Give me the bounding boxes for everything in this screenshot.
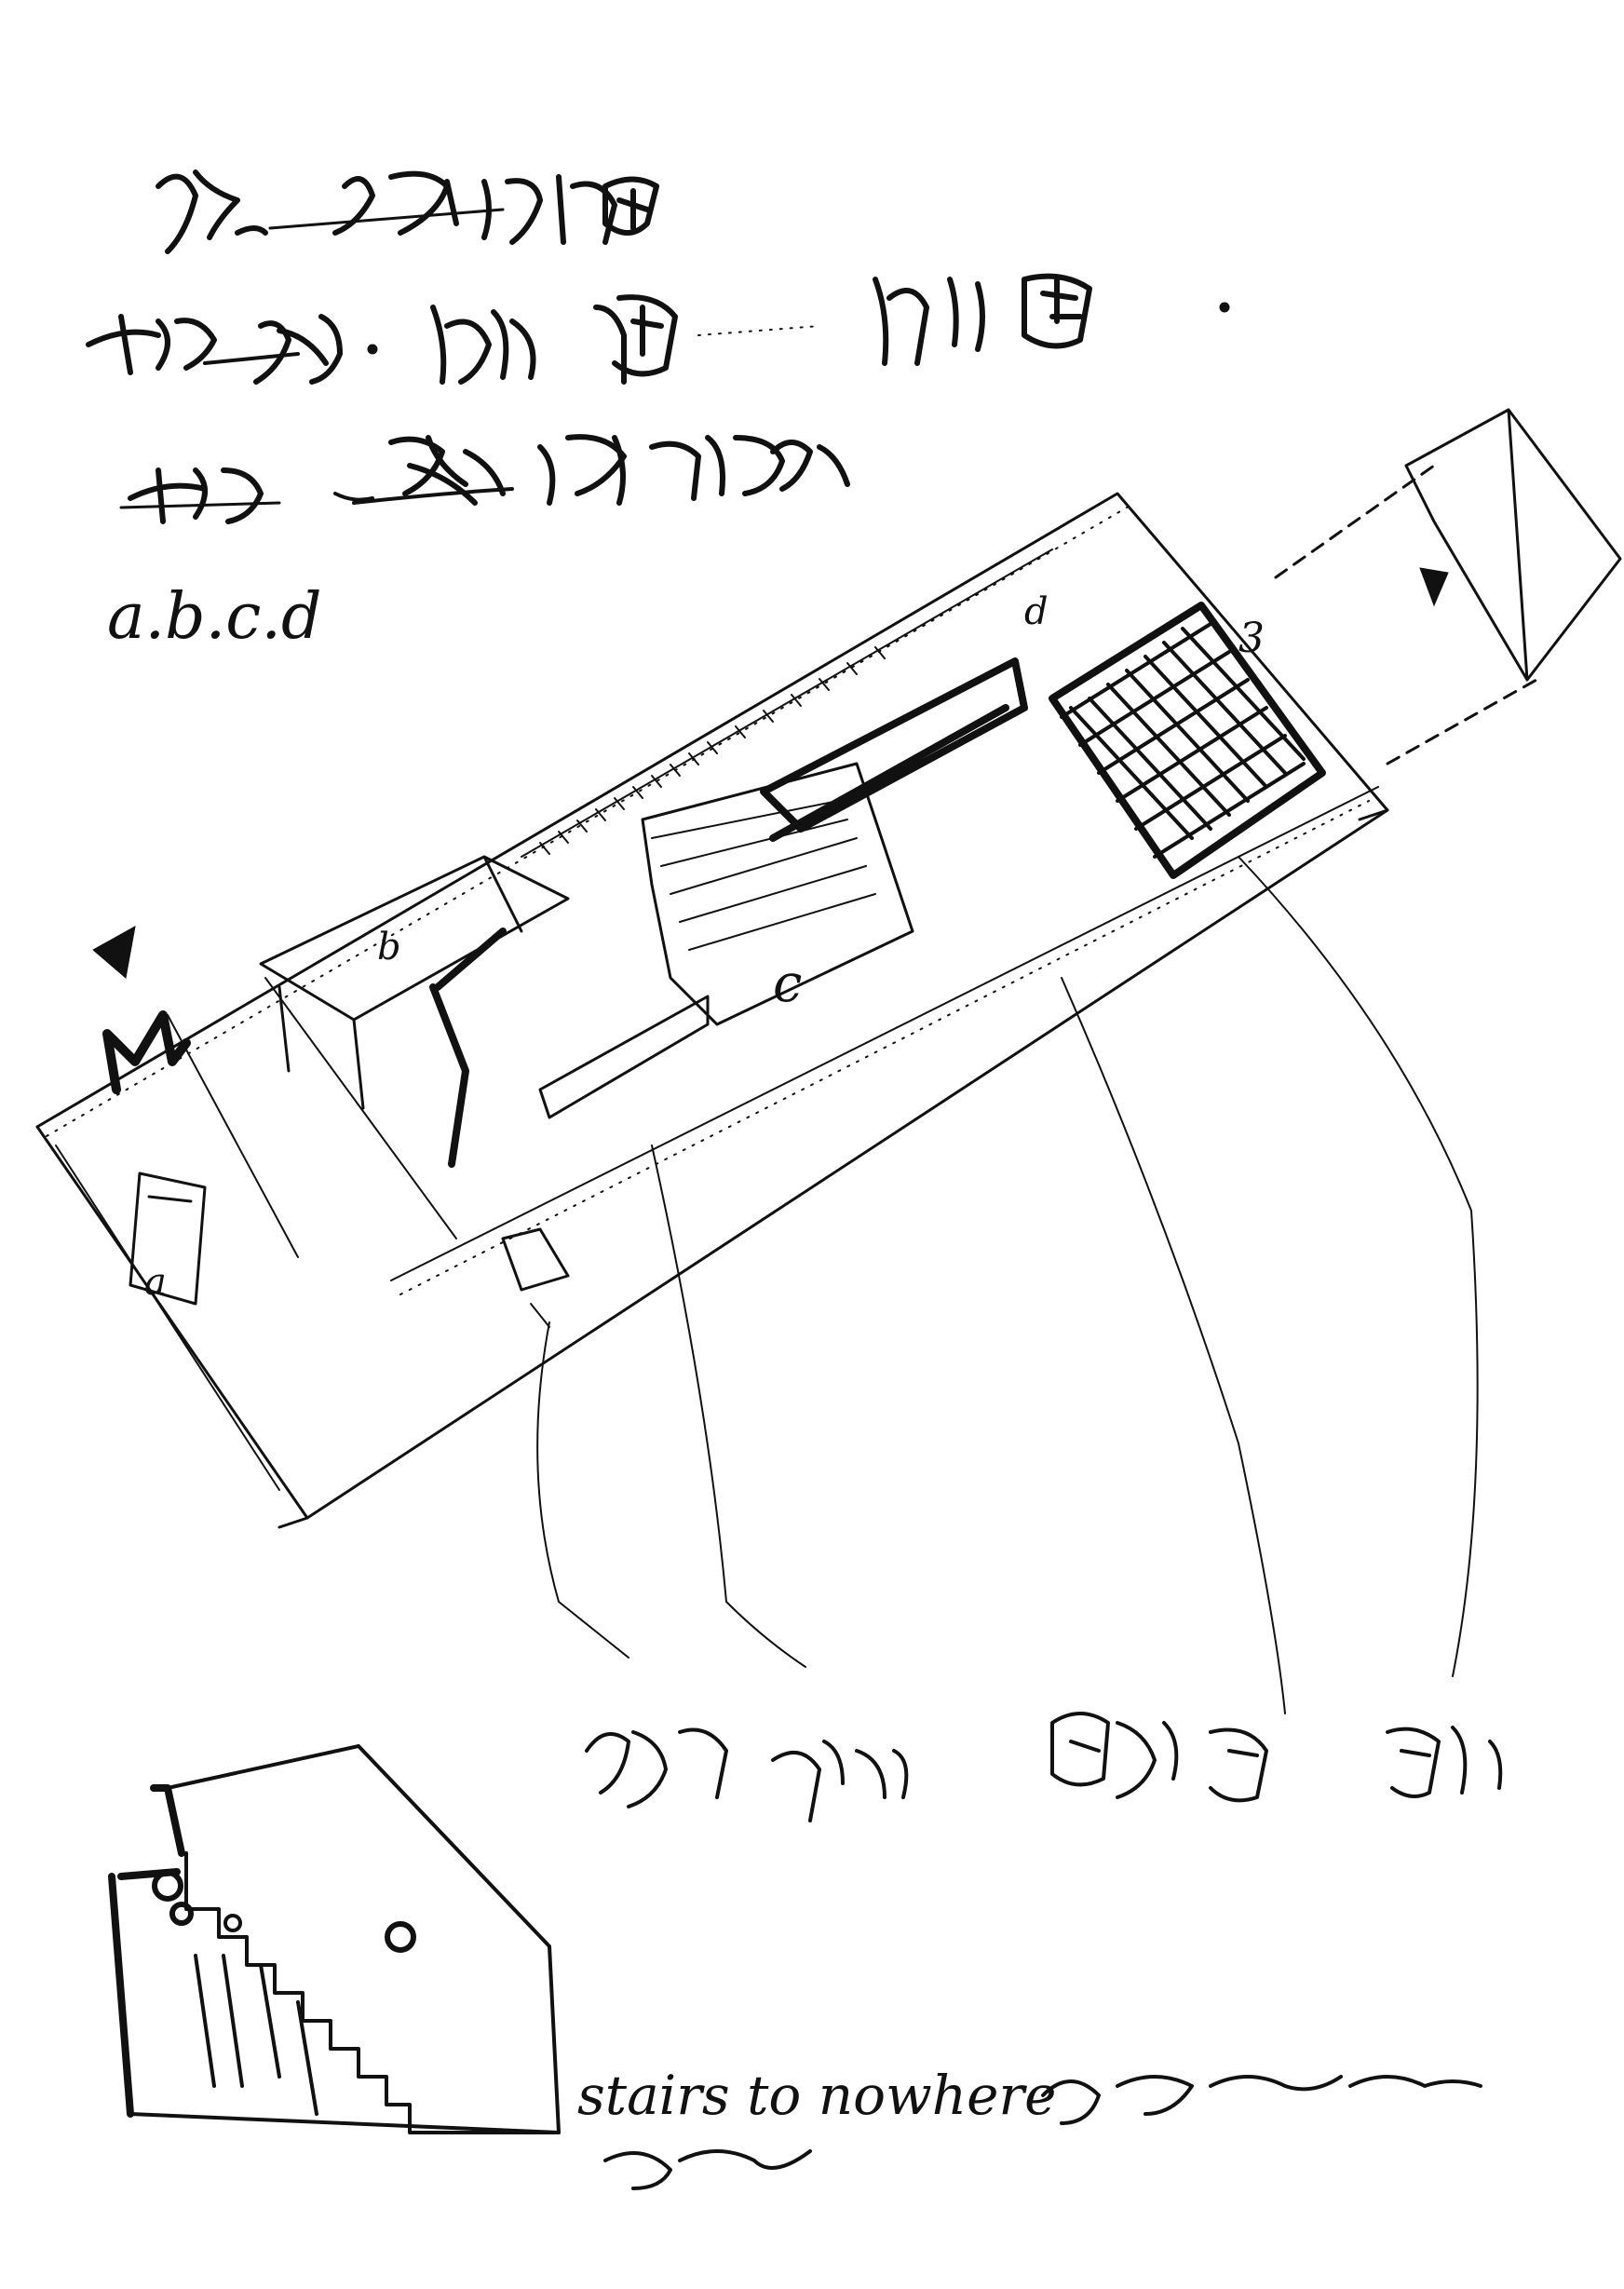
- marker-b: b: [377, 926, 401, 968]
- stairs-caption: stairs to nowhere: [577, 2064, 1056, 2127]
- marker-number: 3: [1238, 615, 1265, 662]
- handwritten-note-line-1: [156, 169, 659, 254]
- site-axonometric: a b c d 3: [35, 408, 1622, 1714]
- leader-lines: [536, 856, 1479, 1714]
- north-arrow-right: [1419, 567, 1449, 607]
- stairs-sketch: stairs to nowhere: [108, 1744, 1482, 2190]
- legend-letters: a.b.c.d: [107, 580, 322, 654]
- stairs-outline: [166, 1744, 561, 2134]
- right-end-box: [1404, 408, 1622, 682]
- handwritten-note-line-3: [119, 434, 850, 524]
- hatched-volume: [1049, 602, 1326, 879]
- marker-c: c: [773, 954, 802, 1014]
- marker-d: d: [1024, 590, 1049, 633]
- north-arrow-left: [92, 926, 136, 979]
- marker-a: a: [144, 1261, 167, 1304]
- legend-letters-group: a.b.c.d: [107, 580, 322, 654]
- left-end-building: [102, 1010, 191, 1094]
- annotation-labels: [585, 1712, 1503, 1822]
- edge-hatching: [539, 646, 886, 855]
- handwritten-note-line-2: [86, 273, 1230, 385]
